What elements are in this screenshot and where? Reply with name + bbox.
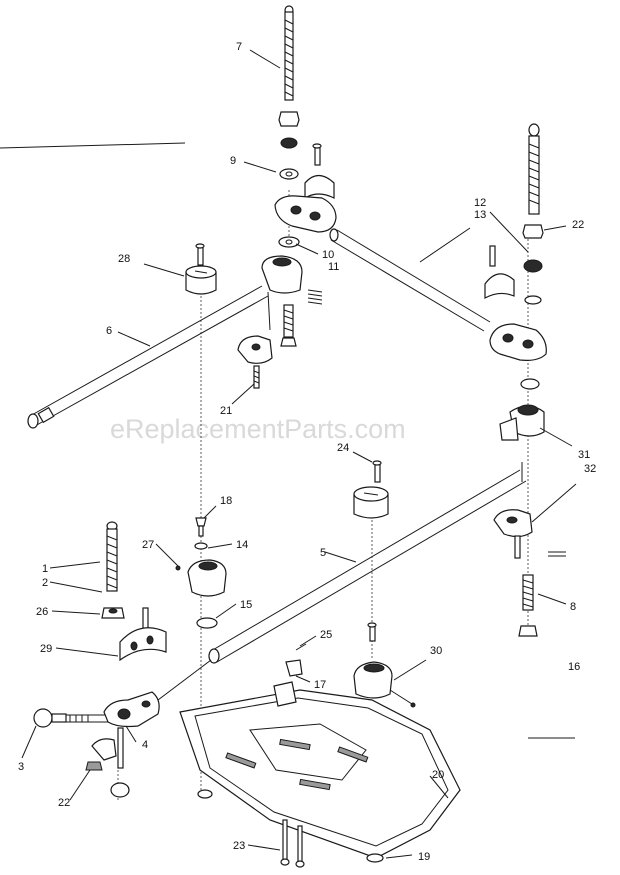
callout-22-bottom: 22 [58,797,70,809]
callout-9: 9 [230,155,236,167]
fitting-30 [353,661,416,708]
callout-7: 7 [236,41,242,53]
washer-19 [366,853,384,863]
callout-29: 29 [40,643,52,655]
callout-32: 32 [584,463,596,475]
screw-18 [195,517,207,537]
spring-8 [518,574,538,637]
callout-14: 14 [236,539,248,551]
base-plate-20 [179,689,461,859]
callouts: 7 9 10 11 12 13 22 28 6 21 31 32 24 18 1… [18,41,596,863]
cap-29 [119,627,167,662]
screw-7 [284,5,294,101]
callout-27: 27 [142,539,154,551]
screws-23 [280,819,305,868]
callout-23: 23 [233,840,245,852]
nut-top [278,111,300,127]
callout-6: 6 [106,325,112,337]
callout-4: 4 [142,739,148,751]
scan-line-left [0,142,186,149]
cap-24 [353,486,389,519]
spring-11 [307,289,323,305]
washer-right [524,295,542,305]
clamp-4 [103,691,160,769]
screw-28-top [195,243,205,266]
callout-17: 17 [314,679,326,691]
callout-8: 8 [570,601,576,613]
washer-top-dark [280,137,298,149]
callout-2: 2 [42,577,48,589]
callout-18: 18 [220,495,232,507]
fitting-27 [175,559,227,597]
washer-9 [279,168,299,180]
screw-21 [253,365,260,389]
clip-17 [273,643,307,707]
callout-5: 5 [320,547,326,559]
callout-30: 30 [430,645,442,657]
nut-26 [101,607,125,619]
callout-13: 13 [474,209,486,221]
callout-15: 15 [240,599,252,611]
knob-lower-left [110,782,130,798]
leader-lines [21,49,577,859]
spring-16-mark [548,551,566,557]
callout-10: 10 [322,249,334,261]
washer-15 [196,617,218,629]
rod-6 [27,285,269,429]
callout-31: 31 [578,449,590,461]
clamp-upper-left [261,255,303,331]
callout-28: 28 [118,253,130,265]
nut-12 [522,224,544,239]
cap-right-upper [484,245,515,299]
callout-16: 16 [568,661,580,673]
spring-left-clamp [280,304,297,347]
screw-24 [372,460,382,483]
fitting-31 [499,404,545,441]
callout-11: 11 [328,261,339,273]
callout-1: 1 [42,563,48,575]
screw-cap-top [312,143,322,166]
washer-base-left [197,789,213,799]
cap-28 [185,265,217,295]
callout-20: 20 [432,769,444,781]
callout-21: 21 [220,405,232,417]
clamp-top [274,195,337,233]
rod-3 [33,708,110,728]
screw-right-top [528,123,540,215]
swivel-22 [85,738,117,771]
callout-24: 24 [337,442,349,454]
callout-12: 12 [474,197,486,209]
rod-5-extension [157,659,212,701]
callout-3: 3 [18,761,24,773]
callout-19: 19 [418,851,430,863]
screw-1 [106,521,118,592]
screw-30-top [367,622,377,642]
clamp-swivel-left [237,335,273,364]
washer-14 [194,542,208,550]
rod-5 [208,462,527,664]
callout-22-top: 22 [572,219,584,231]
watermark: eReplacementParts.com [110,414,406,444]
rod-13 [329,228,491,332]
clamp-right [489,323,547,361]
clamp-cap-top [304,174,335,200]
clamp-32 [493,509,533,559]
callout-25: 25 [320,629,332,641]
washer-13-dark [523,259,543,273]
washer-right-mid [520,378,540,390]
washer-10 [278,236,300,248]
callout-26: 26 [36,606,48,618]
